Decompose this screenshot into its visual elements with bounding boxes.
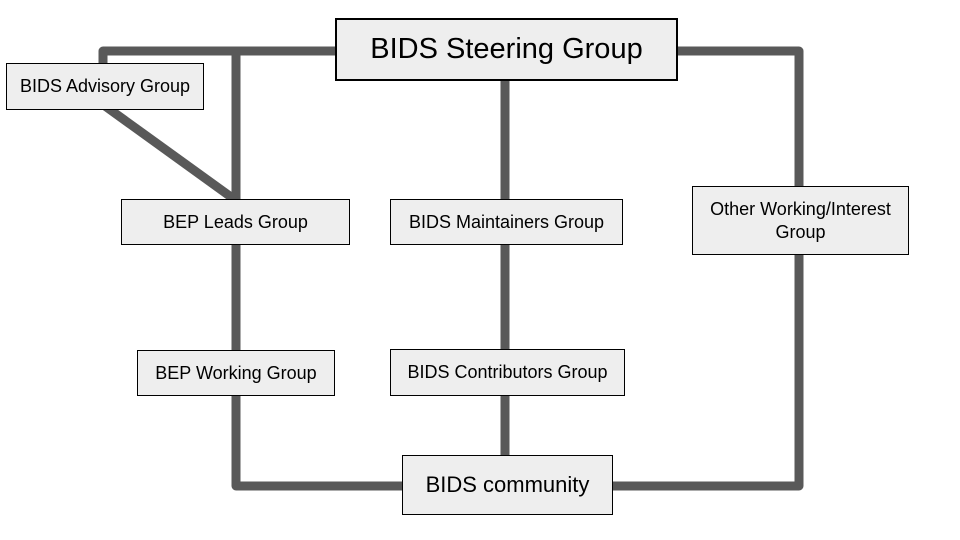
node-other-working-interest-group-label: Other Working/Interest Group bbox=[710, 199, 891, 242]
node-bep-leads-group: BEP Leads Group bbox=[121, 199, 350, 245]
node-bids-advisory-group-label: BIDS Advisory Group bbox=[19, 76, 191, 97]
connector-advisory-steering bbox=[98, 46, 340, 66]
node-bids-steering-group-label: BIDS Steering Group bbox=[370, 33, 643, 66]
node-bids-contributors-group: BIDS Contributors Group bbox=[390, 349, 625, 396]
node-bids-advisory-group: BIDS Advisory Group bbox=[6, 63, 204, 110]
node-bids-community-label: BIDS community bbox=[425, 472, 590, 498]
node-bids-community: BIDS community bbox=[402, 455, 613, 515]
connector-left-column-community bbox=[231, 51, 406, 491]
node-bep-working-group: BEP Working Group bbox=[137, 350, 335, 396]
node-bep-working-group-label: BEP Working Group bbox=[155, 362, 317, 383]
node-other-working-interest-group: Other Working/Interest Group bbox=[692, 186, 909, 255]
connector-steering-right-community bbox=[610, 46, 804, 491]
node-bep-leads-group-label: BEP Leads Group bbox=[163, 211, 308, 232]
node-bids-contributors-group-label: BIDS Contributors Group bbox=[407, 362, 608, 383]
node-bids-steering-group: BIDS Steering Group bbox=[335, 18, 678, 81]
connector-advisory-bepleads-diagonal bbox=[102, 102, 241, 206]
node-bids-maintainers-group-label: BIDS Maintainers Group bbox=[408, 211, 605, 232]
node-bids-maintainers-group: BIDS Maintainers Group bbox=[390, 199, 623, 245]
